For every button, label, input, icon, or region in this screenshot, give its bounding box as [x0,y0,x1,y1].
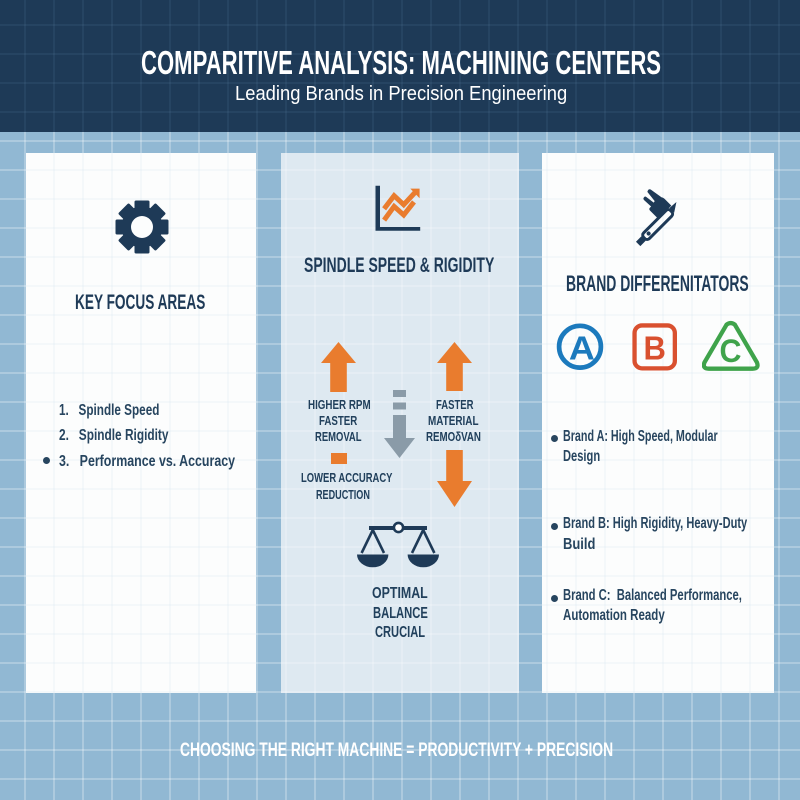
svg-text:C: C [720,333,742,369]
svg-text:B: B [644,329,666,366]
svg-text:A: A [569,331,595,367]
